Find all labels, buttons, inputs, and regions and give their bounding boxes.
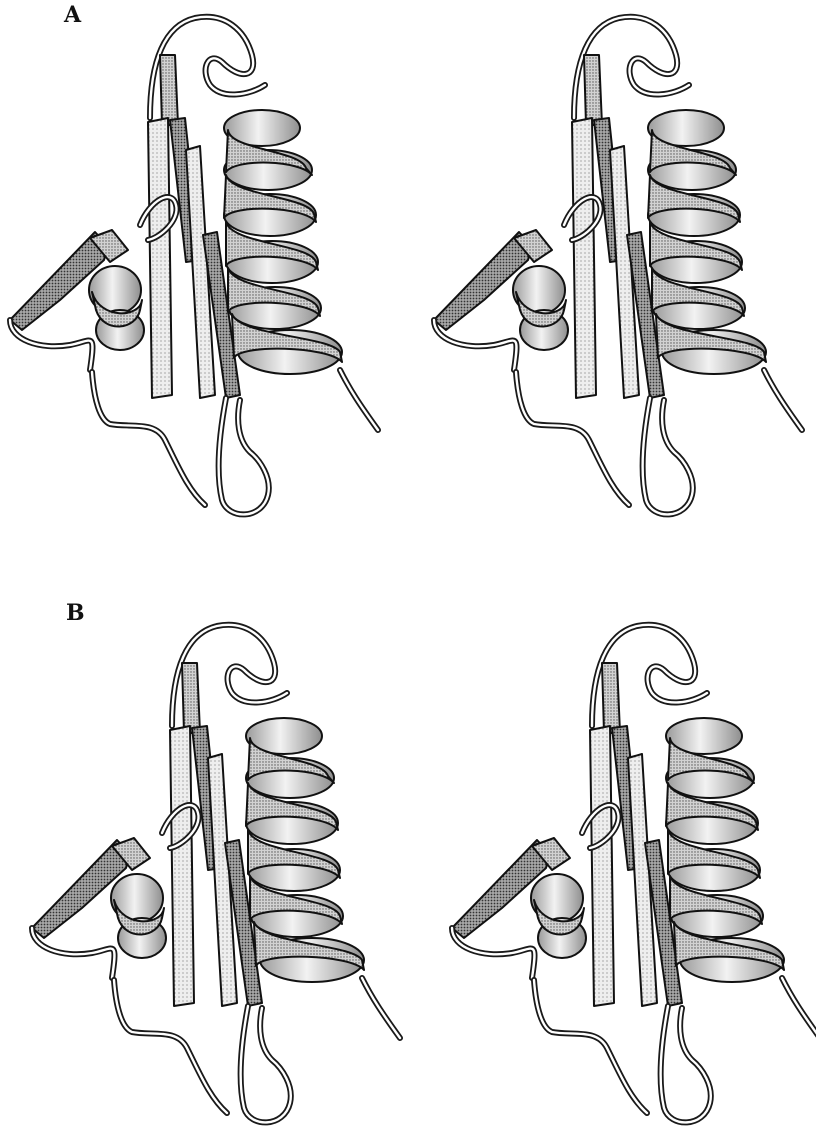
panel-a-left-view bbox=[10, 17, 378, 515]
panel-a-right-view bbox=[434, 17, 802, 515]
panel-b-left-view bbox=[32, 625, 400, 1123]
panel-b-right-view bbox=[452, 625, 816, 1123]
